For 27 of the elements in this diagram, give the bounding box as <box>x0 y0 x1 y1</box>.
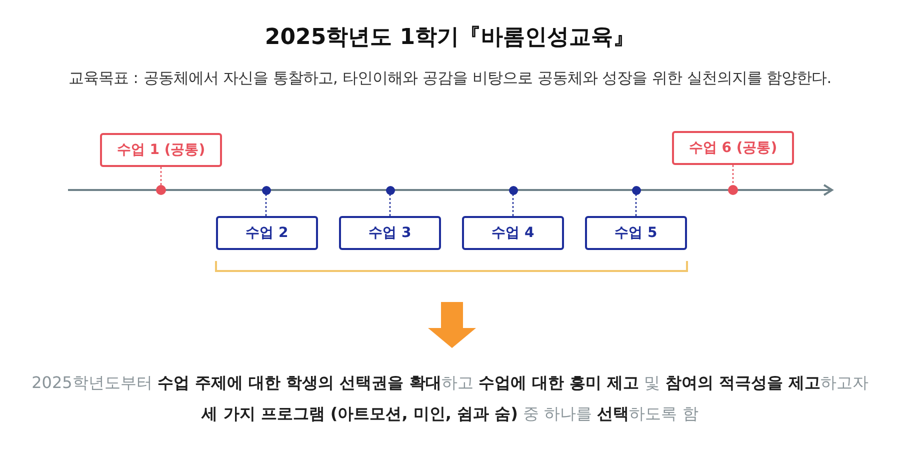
timeline-dot <box>508 186 518 194</box>
summary-paragraph: 2025학년도부터 수업 주제에 대한 학생의 선택권을 확대하고 수업에 대한 흥미 제고 및 참여의 적극성을 제고하고자 세 가지 프로그램 (아트모션, 미인, 쉼과 숨) 중 하나를 선택하도록 함 <box>30 372 870 425</box>
lesson-box <box>339 216 441 250</box>
lesson-label: 수업 3 <box>368 224 412 242</box>
lesson-box <box>100 133 222 167</box>
timeline-dot <box>728 185 738 195</box>
lesson-label: 수업 6 (공통) <box>688 139 778 157</box>
lesson-label: 수업 2 <box>246 224 288 242</box>
timeline-dot <box>632 186 640 194</box>
leader-line <box>512 194 514 216</box>
lesson-label: 수업 1 (공통) <box>116 141 206 159</box>
lesson-box <box>585 216 687 250</box>
lesson-box <box>462 216 564 250</box>
title: 2025학년도 1학기『바롬인성교육』 <box>264 24 636 52</box>
leader-line <box>635 194 637 216</box>
timeline-dot <box>156 185 166 195</box>
leader-line <box>732 165 734 185</box>
lesson-box <box>672 131 794 165</box>
lesson-label: 수업 5 <box>614 224 658 242</box>
lesson-label: 수업 4 <box>492 224 534 242</box>
timeline-dot <box>386 186 394 194</box>
goal-statement: 교육목표 : 공동체에서 자신을 통찰하고, 타인이해와 공감을 비탕으로 공동체와 성장을 위한 실천의지를 함양한다. <box>67 68 833 89</box>
leader-line <box>160 167 162 185</box>
timeline-dot <box>262 186 270 194</box>
lesson-box <box>216 216 318 250</box>
leader-line <box>389 194 391 216</box>
leader-line <box>265 194 267 216</box>
